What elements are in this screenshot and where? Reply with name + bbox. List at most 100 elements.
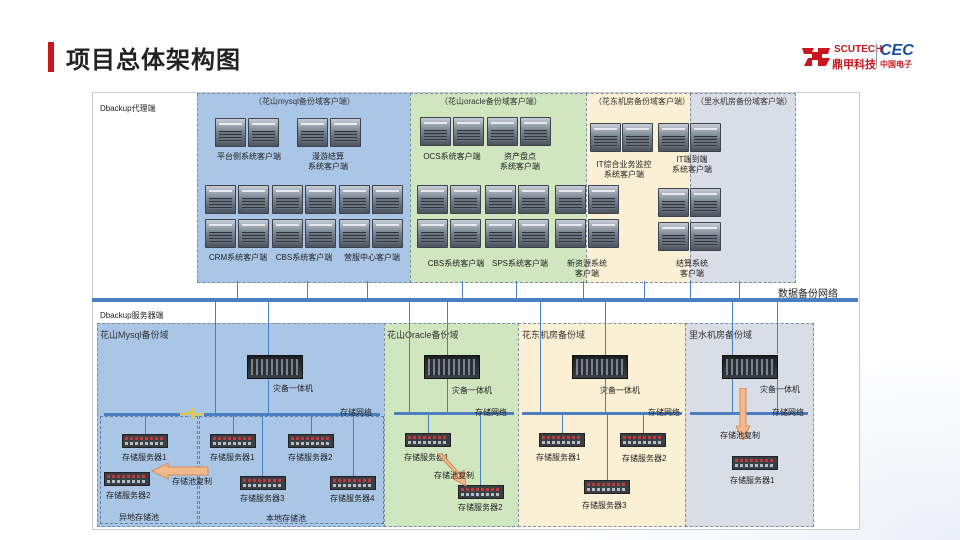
- network-link: [643, 415, 644, 433]
- client-server-icon: [372, 219, 403, 248]
- server-region-label: 花山Mysql备份域: [100, 330, 169, 340]
- dr-appliance-icon: [572, 355, 628, 379]
- network-link: [540, 302, 541, 412]
- dr-appliance-label: 灾备一体机: [452, 386, 492, 395]
- server-region-label: 花东机房备份域: [522, 330, 586, 340]
- storage-network-label: 存储网络: [340, 408, 372, 417]
- network-link: [516, 281, 517, 300]
- network-link: [462, 281, 463, 300]
- client-region-label: （里水机房备份域客户端）: [696, 97, 792, 106]
- client-server-icon: [205, 219, 236, 248]
- network-link: [583, 281, 584, 300]
- client-server-icon: [305, 185, 336, 214]
- client-server-icon: [272, 185, 303, 214]
- client-server-icon: [485, 185, 516, 214]
- client-region-label: （花东机房备份域客户端）: [594, 97, 690, 106]
- server-region-huadong: [518, 323, 687, 527]
- storage-server-icon: [732, 456, 778, 470]
- client-server-icon: [555, 219, 586, 248]
- client-server-icon: [588, 185, 619, 214]
- storage-server-label: 存储服务器1: [730, 476, 775, 485]
- storage-network-label: 存储网络: [475, 408, 507, 417]
- local-pool-box: [199, 416, 384, 524]
- title-accent-bar: [48, 42, 54, 72]
- network-link: [409, 302, 410, 412]
- client-server-icon: [690, 222, 721, 251]
- client-label-pingtai: 平台侧系统客户端: [217, 152, 281, 161]
- network-link: [690, 281, 691, 300]
- client-server-icon: [590, 123, 621, 152]
- client-server-icon: [658, 222, 689, 251]
- agent-section-label: Dbackup代理端: [100, 104, 156, 113]
- pool-copy-arrow-icon: [150, 462, 209, 480]
- client-server-icon: [520, 117, 551, 146]
- network-link: [605, 379, 606, 412]
- client-server-icon: [588, 219, 619, 248]
- dr-appliance-icon: [722, 355, 778, 379]
- cec-logo-cn: 中国电子: [880, 60, 912, 69]
- pool-copy-label: 存储池复制: [434, 471, 474, 480]
- client-region-label: （花山oracle备份域客户端）: [440, 97, 542, 106]
- client-label-cbs-oracle: CBS系统客户端: [427, 259, 485, 268]
- dr-appliance-label: 灾备一体机: [760, 385, 800, 394]
- storage-server-icon: [104, 472, 150, 486]
- storage-server-label: 存储服务器1: [404, 453, 449, 462]
- remote-pool-label: 异地存储池: [119, 513, 159, 522]
- client-server-icon: [305, 219, 336, 248]
- network-link: [262, 416, 263, 476]
- network-link: [268, 379, 269, 414]
- client-server-icon: [518, 185, 549, 214]
- storage-server-label: 存储服务器1: [536, 453, 581, 462]
- client-server-icon: [420, 117, 451, 146]
- network-link: [562, 415, 563, 433]
- storage-server-label: 存储服务器2: [622, 454, 667, 463]
- network-link: [447, 379, 448, 412]
- client-server-icon: [248, 118, 279, 147]
- storage-network-label: 存储网络: [648, 408, 680, 417]
- pool-copy-label: 存储池复制: [720, 431, 760, 440]
- backup-network-bus: [92, 298, 858, 302]
- dr-appliance-label: 灾备一体机: [600, 386, 640, 395]
- storage-network-bus: [204, 413, 380, 416]
- network-link: [480, 415, 481, 485]
- storage-network-bus: [690, 412, 808, 415]
- storage-server-label: 存储服务器2: [288, 453, 333, 462]
- client-server-icon: [417, 219, 448, 248]
- dr-appliance-icon: [247, 355, 303, 379]
- network-link: [367, 281, 368, 300]
- scutech-logo-text: SCUTECH: [834, 44, 883, 55]
- client-label-sps: SPS系统客户端: [491, 259, 548, 268]
- storage-server-label: 存储服务器3: [240, 494, 285, 503]
- client-server-icon: [485, 219, 516, 248]
- scutech-logo-cn: 鼎甲科技: [832, 59, 876, 71]
- storage-server-icon: [584, 480, 630, 494]
- storage-server-icon: [620, 433, 666, 447]
- client-label-it-duance: IT端到端 系统客户端: [672, 155, 712, 174]
- scutech-logo-icon: [802, 48, 830, 66]
- storage-network-bus: [522, 412, 682, 415]
- storage-server-icon: [539, 433, 585, 447]
- logo-divider: [876, 44, 877, 68]
- dr-appliance-icon: [424, 355, 480, 379]
- client-server-icon: [487, 117, 518, 146]
- network-link: [237, 281, 238, 300]
- client-label-yingfu: 营服中心客户端: [344, 253, 400, 262]
- storage-network-label: 存储网络: [772, 408, 804, 417]
- storage-server-icon: [288, 434, 334, 448]
- storage-server-icon: [405, 433, 451, 447]
- client-label-jiesuan: 结算系统 客户端: [676, 259, 708, 278]
- network-link: [233, 416, 234, 434]
- storage-server-icon: [210, 434, 256, 448]
- network-link: [307, 281, 308, 300]
- network-link: [311, 416, 312, 434]
- client-label-zichan: 资产盘点 系统客户端: [500, 152, 540, 171]
- cec-logo-text: CEC: [880, 42, 914, 59]
- network-link: [215, 302, 216, 414]
- client-label-crm: CRM系统客户端: [208, 253, 268, 262]
- client-server-icon: [215, 118, 246, 147]
- client-server-icon: [205, 185, 236, 214]
- storage-server-label: 存储服务器2: [458, 503, 503, 512]
- client-server-icon: [622, 123, 653, 152]
- client-server-icon: [238, 219, 269, 248]
- server-region-label: 里水机房备份域: [689, 330, 753, 340]
